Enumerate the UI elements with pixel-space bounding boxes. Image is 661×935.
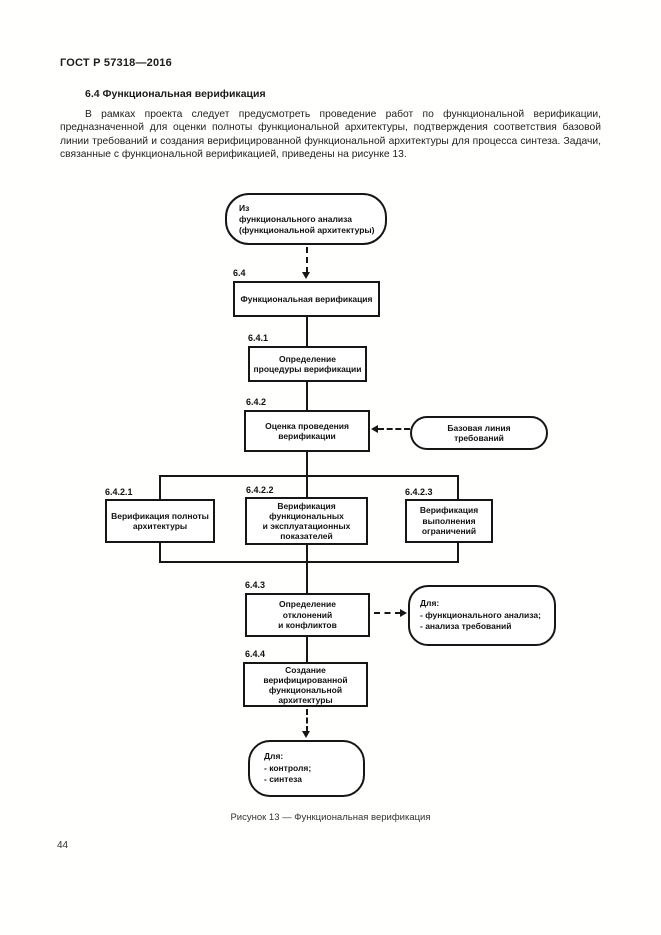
start-terminator: Из функционального анализа (функциональн… [225,193,387,245]
node-id-6-4: 6.4 [233,268,246,278]
connector [159,475,161,499]
connector [457,543,459,562]
connector-dashed [378,428,410,430]
node-id-6-4-2-3: 6.4.2.3 [405,487,433,497]
connector-dashed [306,247,308,273]
node-id-6-4-2-2: 6.4.2.2 [246,485,274,495]
node-box-6-4-3: Определение отклонений и конфликтов [245,593,370,637]
connector-dashed [306,709,308,732]
node-box-6-4-2-3: Верификация выполнения ограничений [405,499,493,543]
node-box-6-4-2: Оценка проведения верификации [244,410,370,452]
node-box-6-4: Функциональная верификация [233,281,380,317]
connector [159,475,459,477]
section-heading: 6.4 Функциональная верификация [85,88,266,100]
node-box-6-4-2-2: Верификация функциональных и эксплуатаци… [245,497,368,545]
arrow-right-icon [400,609,407,617]
body-paragraph: В рамках проекта следует предусмотреть п… [60,109,601,161]
node-id-6-4-4: 6.4.4 [245,649,266,659]
figure-caption: Рисунок 13 — Функциональная верификация [230,812,431,823]
node-box-6-4-2-1: Верификация полноты архитектуры [105,499,215,543]
connector [306,475,308,497]
connector [306,637,308,662]
connector [306,545,308,562]
node-box-6-4-4: Создание верифицированной функциональной… [243,662,368,707]
connector [306,382,308,410]
connector [159,543,161,562]
connector [306,561,308,593]
node-id-6-4-2: 6.4.2 [246,397,267,407]
arrow-left-icon [371,425,378,433]
baseline-terminator: Базовая линия требований [410,416,548,450]
arrow-down-icon [302,272,310,279]
standard-designation: ГОСТ Р 57318—2016 [60,57,172,69]
node-id-6-4-2-1: 6.4.2.1 [105,487,133,497]
node-box-6-4-1: Определение процедуры верификации [248,346,367,382]
connector [306,317,308,346]
connector [306,452,308,476]
for-analysis-terminator: Для: - функционального анализа; - анализ… [408,585,556,646]
connector-dashed [374,612,401,614]
page-number: 44 [57,840,69,851]
connector [159,561,459,563]
arrow-down-icon [302,731,310,738]
connector [457,475,459,499]
node-id-6-4-3: 6.4.3 [245,580,266,590]
end-terminator: Для: - контроля; - синтеза [248,740,365,797]
node-id-6-4-1: 6.4.1 [248,333,269,343]
